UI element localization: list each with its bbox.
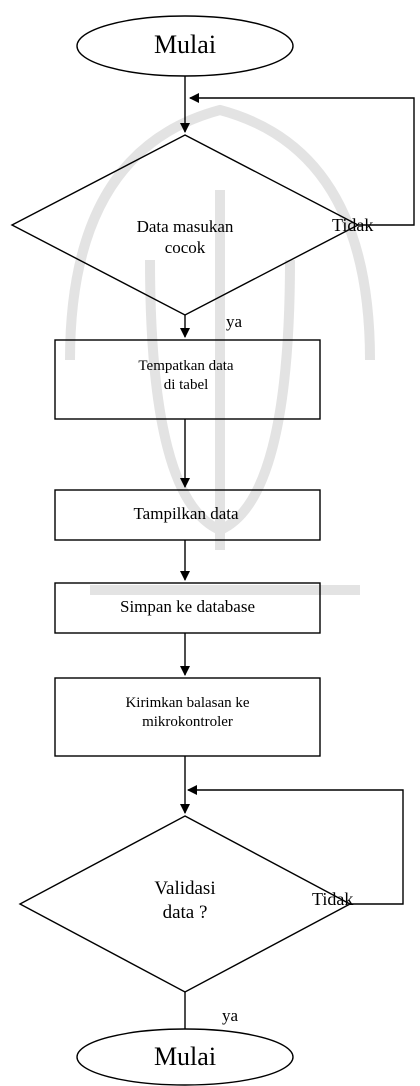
decision1-yes-label: ya [226, 312, 243, 331]
decision2-no-label: Tidak [312, 889, 354, 909]
decision1-no-label: Tidak [332, 215, 374, 235]
decision1-label: Data masukan cocok [136, 217, 234, 258]
process2-box [54, 489, 321, 541]
decision2-yes-label: ya [222, 1006, 239, 1025]
edge-decision1-no [189, 93, 415, 226]
process1-label: Tempatkan data di tabel [138, 358, 234, 393]
process1-box [54, 339, 321, 420]
process4-label: Kirimkan balasan ke mikrokontroler [125, 695, 250, 730]
end-label: Mulai [153, 1042, 217, 1071]
process3-label: Simpan ke database [119, 597, 255, 616]
process4-box [54, 677, 321, 757]
end-terminator [76, 1028, 294, 1086]
process3-box [54, 582, 321, 634]
process2-label: Tampilkan data [133, 504, 239, 523]
decision2-label: Validasi data ? [154, 878, 216, 923]
start-label: Mulai [153, 30, 217, 59]
edge-decision2-no [187, 785, 404, 905]
